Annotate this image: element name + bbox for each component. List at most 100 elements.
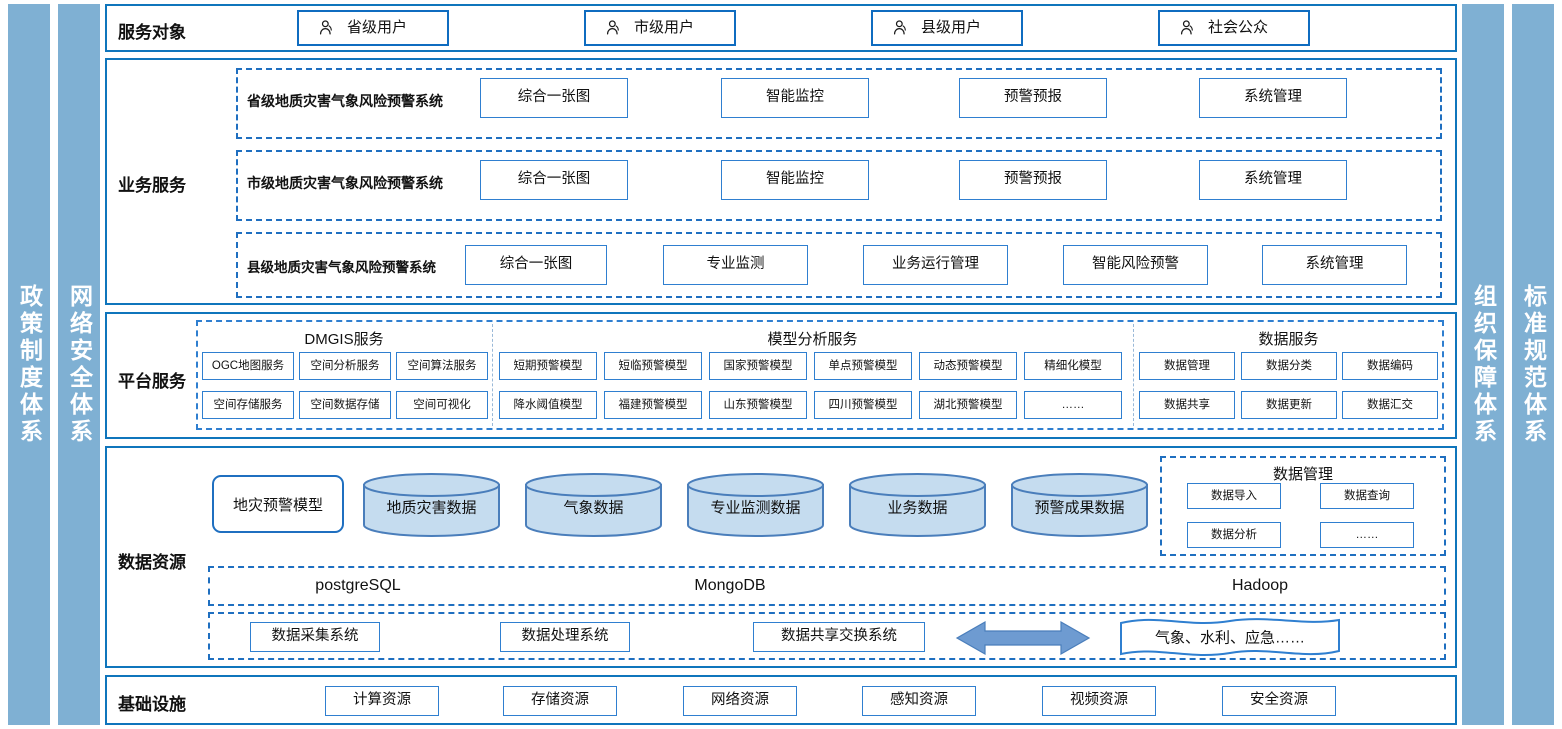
cylinder-business[interactable]: 业务数据 (848, 472, 987, 538)
infrastructure-computing[interactable]: 计算资源 (325, 686, 439, 716)
system-data-processing[interactable]: 数据处理系统 (500, 622, 630, 652)
platform-dataservice-4[interactable]: 数据更新 (1241, 391, 1337, 419)
database-hadoop: Hadoop (1231, 577, 1289, 594)
service-targets-label: 服务对象 (118, 23, 186, 42)
platform-model-1[interactable]: 短临预警模型 (604, 352, 702, 380)
platform-dataservice-3[interactable]: 数据共享 (1139, 391, 1235, 419)
platform-model-2[interactable]: 国家预警模型 (709, 352, 807, 380)
platform-dmgis-1[interactable]: 空间分析服务 (299, 352, 391, 380)
business-provincial-item-1[interactable]: 智能监控 (721, 78, 869, 118)
platform-model-9[interactable]: 四川预警模型 (814, 391, 912, 419)
platform-model-3[interactable]: 单点预警模型 (814, 352, 912, 380)
platform-model-8[interactable]: 山东预警模型 (709, 391, 807, 419)
data-model-box[interactable]: 地灾预警模型 (212, 475, 344, 533)
platform-group-title-data: 数据服务 (1258, 331, 1319, 348)
service-target-provincial[interactable]: 省级用户 (297, 10, 449, 46)
platform-dmgis-4[interactable]: 空间数据存储 (299, 391, 391, 419)
business-provincial-item-0[interactable]: 综合一张图 (480, 78, 628, 118)
business-row-county-system: 县级地质灾害气象风险预警系统 (247, 260, 436, 275)
database-row (208, 566, 1446, 606)
platform-services-dashed-frame (196, 320, 1444, 430)
platform-services-label: 平台服务 (118, 372, 186, 391)
business-county-item-1[interactable]: 专业监测 (663, 245, 808, 285)
platform-dataservice-0[interactable]: 数据管理 (1139, 352, 1235, 380)
platform-dmgis-3[interactable]: 空间存储服务 (202, 391, 294, 419)
data-management-analysis[interactable]: 数据分析 (1187, 522, 1281, 548)
service-target-municipal-label: 市级用户 (634, 18, 695, 36)
business-municipal-item-2[interactable]: 预警预报 (959, 160, 1107, 200)
business-provincial-item-2[interactable]: 预警预报 (959, 78, 1107, 118)
system-data-collection[interactable]: 数据采集系统 (250, 622, 380, 652)
external-systems-wave[interactable]: 气象、水利、应急…… (1118, 616, 1342, 658)
system-data-exchange[interactable]: 数据共享交换系统 (753, 622, 925, 652)
data-resources-label: 数据资源 (118, 553, 186, 572)
platform-dataservice-5[interactable]: 数据汇交 (1342, 391, 1438, 419)
business-services-label: 业务服务 (118, 176, 186, 195)
cylinder-warning-results[interactable]: 预警成果数据 (1010, 472, 1149, 538)
business-row-municipal-system: 市级地质灾害气象风险预警系统 (247, 175, 443, 191)
service-target-public[interactable]: 社会公众 (1158, 10, 1310, 46)
business-county-item-3[interactable]: 智能风险预警 (1063, 245, 1208, 285)
cylinder-professional-monitoring[interactable]: 专业监测数据 (686, 472, 825, 538)
platform-divider-2 (1133, 324, 1134, 426)
platform-model-4[interactable]: 动态预警模型 (919, 352, 1017, 380)
side-band-organization-label: 组织保障体系 (1470, 283, 1497, 446)
platform-model-7[interactable]: 福建预警模型 (604, 391, 702, 419)
platform-dataservice-2[interactable]: 数据编码 (1342, 352, 1438, 380)
infrastructure-label: 基础设施 (118, 695, 186, 714)
platform-model-0[interactable]: 短期预警模型 (499, 352, 597, 380)
person-icon (1178, 18, 1198, 38)
service-target-municipal[interactable]: 市级用户 (584, 10, 736, 46)
business-county-item-4[interactable]: 系统管理 (1262, 245, 1407, 285)
infrastructure-network[interactable]: 网络资源 (683, 686, 797, 716)
business-row-provincial (236, 68, 1442, 139)
side-band-network-security: 网络安全体系 (58, 4, 100, 725)
platform-model-5[interactable]: 精细化模型 (1024, 352, 1122, 380)
business-municipal-item-3[interactable]: 系统管理 (1199, 160, 1347, 200)
side-band-network-security-label: 网络安全体系 (66, 283, 93, 446)
business-provincial-item-3[interactable]: 系统管理 (1199, 78, 1347, 118)
platform-group-title-dmgis: DMGIS服务 (304, 331, 384, 348)
systems-row (208, 612, 1446, 660)
cylinder-meteorological[interactable]: 气象数据 (524, 472, 663, 538)
side-band-organization: 组织保障体系 (1462, 4, 1504, 725)
business-row-provincial-system: 省级地质灾害气象风险预警系统 (247, 93, 443, 109)
service-target-public-label: 社会公众 (1208, 18, 1269, 36)
business-row-county (236, 232, 1442, 298)
infrastructure-security[interactable]: 安全资源 (1222, 686, 1336, 716)
platform-model-6[interactable]: 降水阈值模型 (499, 391, 597, 419)
platform-model-10[interactable]: 湖北预警模型 (919, 391, 1017, 419)
platform-group-title-model: 模型分析服务 (767, 331, 858, 348)
platform-dataservice-1[interactable]: 数据分类 (1241, 352, 1337, 380)
platform-dmgis-5[interactable]: 空间可视化 (396, 391, 488, 419)
platform-dmgis-0[interactable]: OGC地图服务 (202, 352, 294, 380)
platform-dmgis-2[interactable]: 空间算法服务 (396, 352, 488, 380)
database-postgresql: postgreSQL (315, 577, 401, 594)
cylinder-geo-disaster[interactable]: 地质灾害数据 (362, 472, 501, 538)
data-management-title: 数据管理 (1272, 466, 1333, 483)
data-management-import[interactable]: 数据导入 (1187, 483, 1281, 509)
data-management-more[interactable]: …… (1320, 522, 1414, 548)
data-management-box (1160, 456, 1446, 556)
business-municipal-item-0[interactable]: 综合一张图 (480, 160, 628, 200)
person-icon (604, 18, 624, 38)
side-band-policy: 政策制度体系 (8, 4, 50, 725)
business-county-item-2[interactable]: 业务运行管理 (863, 245, 1008, 285)
person-icon (317, 18, 337, 38)
person-icon (891, 18, 911, 38)
platform-model-11[interactable]: …… (1024, 391, 1122, 419)
business-municipal-item-1[interactable]: 智能监控 (721, 160, 869, 200)
business-county-item-0[interactable]: 综合一张图 (465, 245, 607, 285)
infrastructure-sensing[interactable]: 感知资源 (862, 686, 976, 716)
data-management-query[interactable]: 数据查询 (1320, 483, 1414, 509)
platform-divider-1 (492, 324, 493, 426)
database-mongodb: MongoDB (694, 577, 766, 594)
service-target-county-label: 县级用户 (921, 18, 982, 36)
side-band-standards-label: 标准规范体系 (1520, 283, 1547, 446)
infrastructure-video[interactable]: 视频资源 (1042, 686, 1156, 716)
double-arrow-icon (955, 620, 1091, 656)
service-target-county[interactable]: 县级用户 (871, 10, 1023, 46)
service-target-provincial-label: 省级用户 (347, 18, 408, 36)
infrastructure-storage[interactable]: 存储资源 (503, 686, 617, 716)
